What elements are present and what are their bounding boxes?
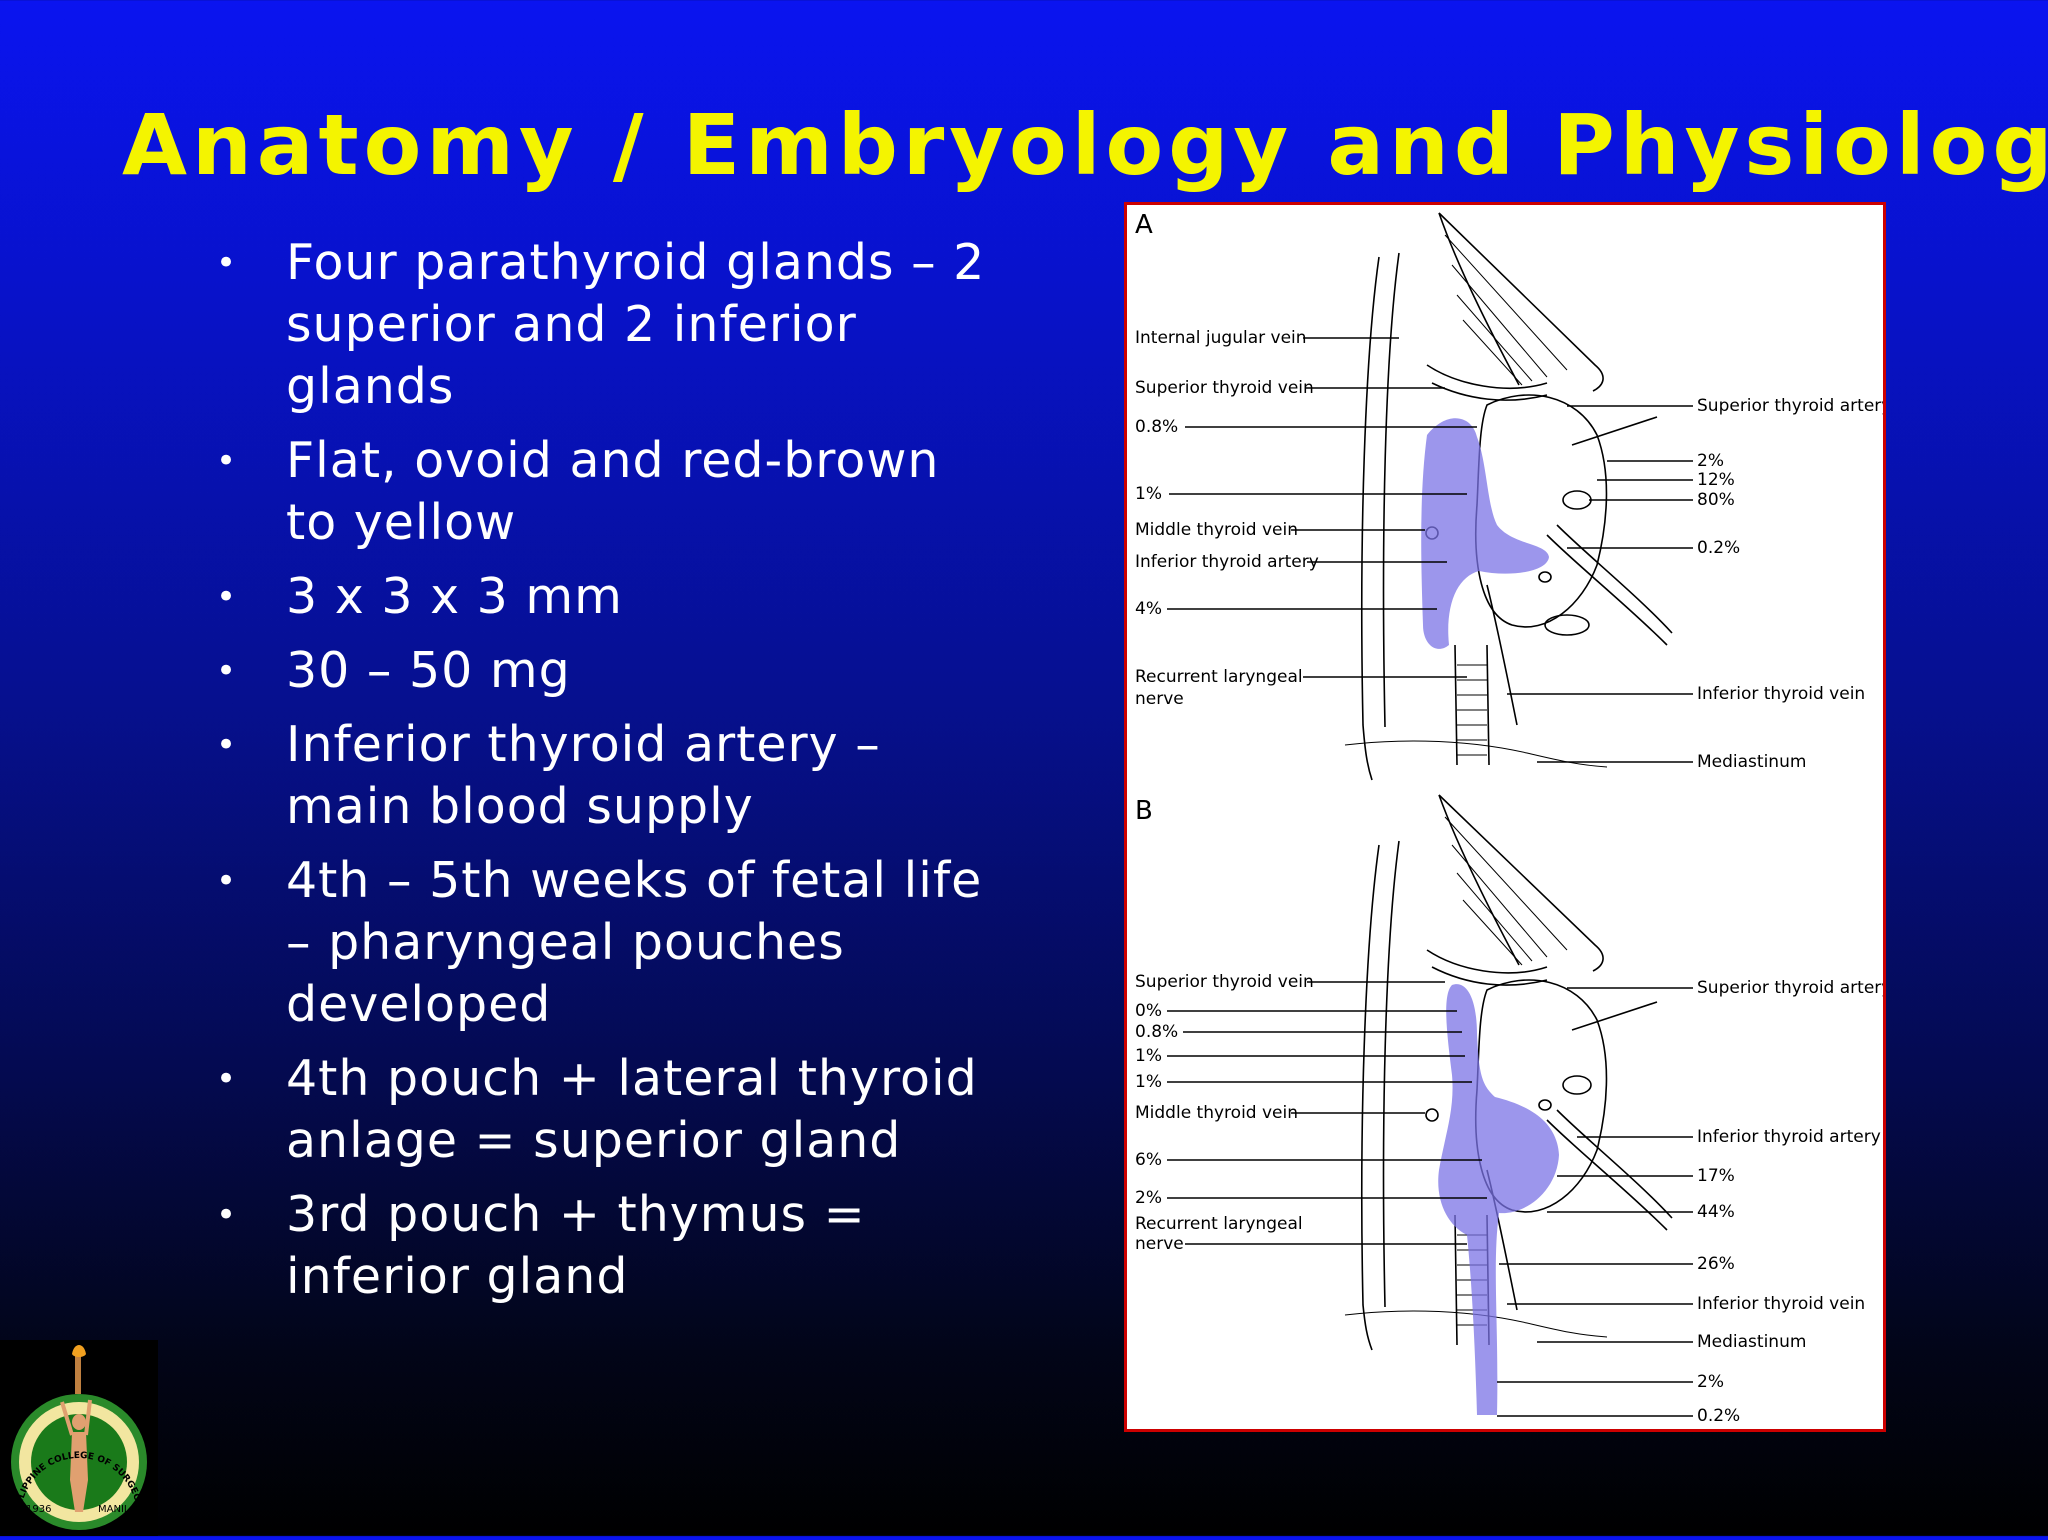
label-middle-thyroid-vein: Middle thyroid vein xyxy=(1135,520,1298,540)
anatomy-figure: A Internal jugular vein Superior thyroid… xyxy=(1124,202,1886,1432)
label-inferior-thyroid-artery: Inferior thyroid artery xyxy=(1697,1127,1881,1147)
label-recurrent-laryngeal-nerve-line2: nerve xyxy=(1135,1234,1184,1254)
label-recurrent-laryngeal-nerve-line2: nerve xyxy=(1135,689,1184,709)
label-percent: 26% xyxy=(1697,1254,1735,1274)
label-percent: 0% xyxy=(1135,1001,1162,1021)
label-superior-thyroid-vein: Superior thyroid vein xyxy=(1135,378,1314,398)
label-percent: 44% xyxy=(1697,1202,1735,1222)
bullet-list: • Four parathyroid glands – 2 superior an… xyxy=(210,232,1000,1320)
label-superior-thyroid-artery: Superior thyroid artery xyxy=(1697,396,1883,416)
bullet-text: 30 – 50 mg xyxy=(286,642,571,699)
label-recurrent-laryngeal-nerve: Recurrent laryngeal xyxy=(1135,1214,1303,1234)
label-percent: 4% xyxy=(1135,599,1162,619)
label-inferior-thyroid-artery: Inferior thyroid artery xyxy=(1135,552,1319,572)
bullet-item: • 4th pouch + lateral thyroid anlage = su… xyxy=(210,1048,1000,1172)
bullet-item: • Inferior thyroid artery – main blood su… xyxy=(210,714,1000,838)
panel-b-labels: B Superior thyroid vein 0% 0.8% 1% 1% Mi… xyxy=(1135,796,1883,1426)
bullet-item: • Flat, ovoid and red-brown to yellow xyxy=(210,430,1000,554)
bullet-dot: • xyxy=(216,1059,238,1099)
logo-city: MANILA xyxy=(98,1504,137,1515)
label-percent: 1% xyxy=(1135,1072,1162,1092)
bullet-item: • Four parathyroid glands – 2 superior an… xyxy=(210,232,1000,418)
label-percent: 2% xyxy=(1697,1372,1724,1392)
bullet-item: • 30 – 50 mg xyxy=(210,640,1000,702)
label-internal-jugular-vein: Internal jugular vein xyxy=(1135,328,1307,348)
panel-b-drawing xyxy=(1344,794,1673,1415)
bullet-text: Four parathyroid glands – 2 superior and… xyxy=(286,234,986,415)
label-mediastinum: Mediastinum xyxy=(1697,1332,1806,1352)
panel-a-drawing xyxy=(1344,212,1673,781)
seal-icon: 1936 MANILA PHILIPPINE COLLEGE OF SURGEO… xyxy=(11,1345,147,1530)
label-percent: 6% xyxy=(1135,1150,1162,1170)
label-superior-thyroid-artery: Superior thyroid artery xyxy=(1697,978,1883,998)
bullet-text: 4th – 5th weeks of fetal life – pharynge… xyxy=(286,852,983,1033)
label-percent: 2% xyxy=(1135,1188,1162,1208)
bullet-dot: • xyxy=(216,725,238,765)
logo-year: 1936 xyxy=(26,1504,51,1515)
label-percent: 1% xyxy=(1135,484,1162,504)
label-percent: 17% xyxy=(1697,1166,1735,1186)
bullet-item: • 3rd pouch + thymus = inferior gland xyxy=(210,1184,1000,1308)
bullet-text: 4th pouch + lateral thyroid anlage = sup… xyxy=(286,1050,978,1169)
label-inferior-thyroid-vein: Inferior thyroid vein xyxy=(1697,684,1865,704)
bullet-dot: • xyxy=(216,577,238,617)
bullet-dot: • xyxy=(216,243,238,283)
anatomy-diagram: A Internal jugular vein Superior thyroid… xyxy=(1135,210,1883,1426)
label-percent: 80% xyxy=(1697,490,1735,510)
slide-title: Anatomy / Embryology and Physiology xyxy=(122,96,2048,194)
panel-a-labels: A Internal jugular vein Superior thyroid… xyxy=(1135,210,1883,772)
panel-a-letter: A xyxy=(1135,210,1153,240)
panel-b-letter: B xyxy=(1135,796,1153,826)
label-recurrent-laryngeal-nerve: Recurrent laryngeal xyxy=(1135,667,1303,687)
label-percent: 1% xyxy=(1135,1046,1162,1066)
label-inferior-thyroid-vein: Inferior thyroid vein xyxy=(1697,1294,1865,1314)
label-percent: 12% xyxy=(1697,470,1735,490)
bullet-dot: • xyxy=(216,1195,238,1235)
label-percent: 0.2% xyxy=(1697,538,1740,558)
label-superior-thyroid-vein: Superior thyroid vein xyxy=(1135,972,1314,992)
label-percent: 0.2% xyxy=(1697,1406,1740,1426)
bullet-text: Flat, ovoid and red-brown to yellow xyxy=(286,432,940,551)
college-logo: 1936 MANILA PHILIPPINE COLLEGE OF SURGEO… xyxy=(0,1340,158,1536)
bullet-dot: • xyxy=(216,441,238,481)
label-middle-thyroid-vein: Middle thyroid vein xyxy=(1135,1103,1298,1123)
label-mediastinum: Mediastinum xyxy=(1697,752,1806,772)
bullet-text: Inferior thyroid artery – main blood sup… xyxy=(286,716,881,835)
bullet-text: 3rd pouch + thymus = inferior gland xyxy=(286,1186,866,1305)
label-percent: 0.8% xyxy=(1135,417,1178,437)
bullet-item: • 4th – 5th weeks of fetal life – pharyng… xyxy=(210,850,1000,1036)
bullet-dot: • xyxy=(216,651,238,691)
bullet-text: 3 x 3 x 3 mm xyxy=(286,568,623,625)
bullet-item: • 3 x 3 x 3 mm xyxy=(210,566,1000,628)
label-percent: 0.8% xyxy=(1135,1022,1178,1042)
label-percent: 2% xyxy=(1697,451,1724,471)
bullet-dot: • xyxy=(216,861,238,901)
